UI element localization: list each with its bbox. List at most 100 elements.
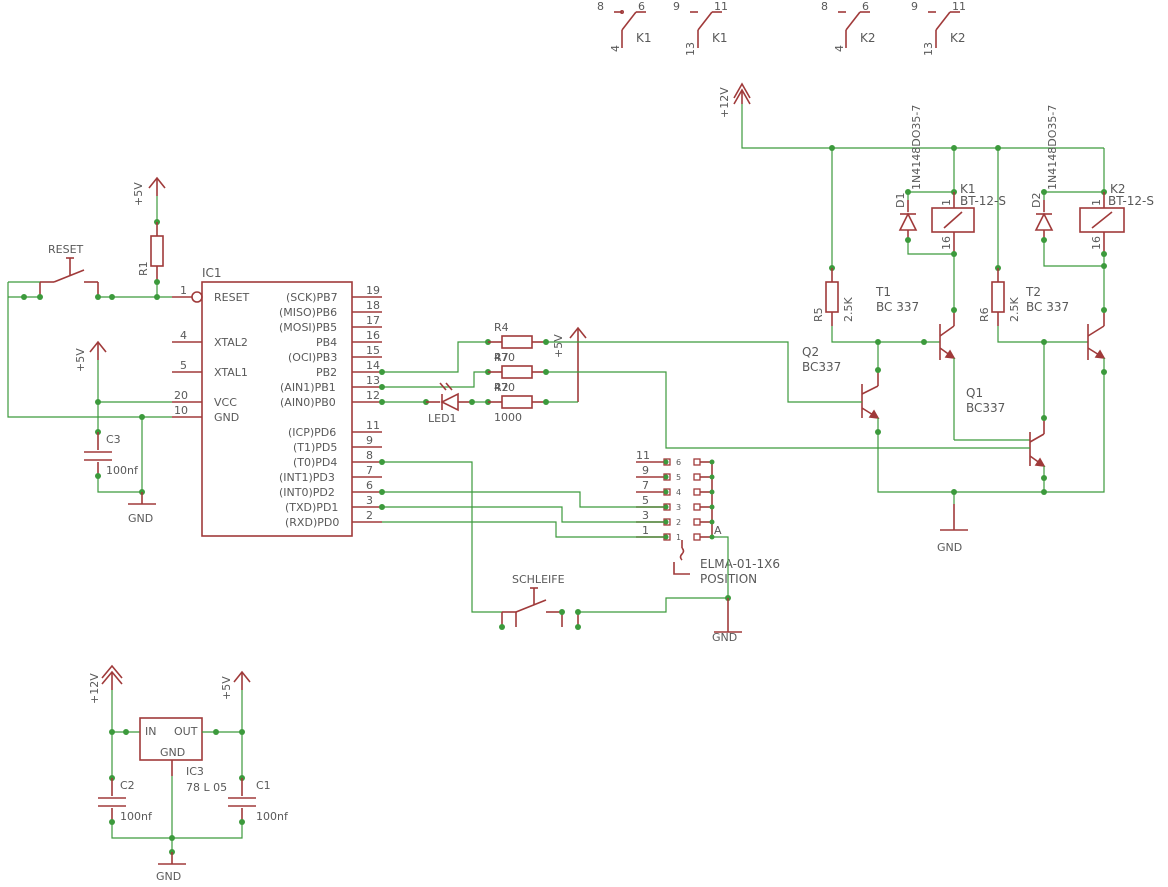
ic1-pin17-num: 17 (366, 314, 380, 327)
led1-diode[interactable]: LED1 (426, 382, 472, 425)
ic1-pin20-num: 20 (174, 389, 188, 402)
ic1-pin4-num: 4 (180, 329, 187, 342)
conn-ipin3: 3 (676, 503, 681, 512)
ic1-pin5-label: XTAL1 (214, 366, 248, 379)
t2-type: BC 337 (1026, 300, 1069, 314)
ic1-pin7-num: 7 (366, 464, 373, 477)
c3-capacitor: C3 100nf (84, 432, 139, 477)
ic1-pin19-num: 19 (366, 284, 380, 297)
ic3-in: IN (145, 725, 156, 738)
schleife-switch[interactable]: SCHLEIFE (501, 573, 579, 627)
k1-contact-b: 9 11 13 K1 (673, 0, 728, 56)
r2-value: 1000 (494, 411, 522, 424)
k1b-pin13: 13 (684, 42, 697, 56)
r2-resistor: R2 470 1000 (488, 381, 546, 424)
ic1-pin6-label: (INT0)PD2 (279, 486, 335, 499)
k2b-pin13: 13 (922, 42, 935, 56)
ic1-pin8-label: (T0)PD4 (293, 456, 337, 469)
plus5-supply-vcc: +5V (74, 340, 107, 372)
r5-name: R5 (812, 307, 825, 322)
gnd-connector: GND (712, 598, 742, 644)
k2-contact-a: 8 6 4 K2 (821, 0, 876, 52)
conn-ipin2: 2 (676, 518, 681, 527)
k1-coil: 1 16 K1 BT-12-S (931, 182, 1006, 254)
r6-name: R6 (978, 307, 991, 322)
k2b-pin11: 11 (952, 0, 966, 13)
gnd-label-ic1: GND (128, 512, 153, 525)
plus12-label-relays: +12V (718, 87, 731, 118)
ic1-pin20-label: VCC (214, 396, 237, 409)
ic1-pin12-label: (AIN0)PB0 (280, 396, 336, 409)
k1b-pin11: 11 (714, 0, 728, 13)
ic1-pin11-label: (ICP)PD6 (288, 426, 336, 439)
conn-corner-a: A (714, 524, 722, 537)
k2b-pin9: 9 (911, 0, 918, 13)
q1-transistor: Q1 BC337 (966, 386, 1046, 467)
ic1-pin17-label: (MOSI)PB5 (279, 321, 337, 334)
ic1-pin1-label: RESET (214, 291, 250, 304)
c1-name: C1 (256, 779, 271, 792)
conn-lpin11: 11 (636, 449, 650, 462)
ic1-pin1-num: 1 (180, 284, 187, 297)
k1-name: K1 (960, 182, 976, 196)
k2a-pin8: 8 (821, 0, 828, 13)
r7-name: R7 (494, 351, 509, 364)
k2-name: K2 (1110, 182, 1126, 196)
ic1-pin5-num: 5 (180, 359, 187, 372)
ic1-pin13-label: (AIN1)PB1 (280, 381, 336, 394)
c2-capacitor: C2 100nf (98, 778, 153, 823)
ic1-pin3-label: (TXD)PD1 (285, 501, 338, 514)
ic1-pin12-num: 12 (366, 389, 380, 402)
d2-name: D2 (1030, 193, 1043, 208)
ic1-pin4-label: XTAL2 (214, 336, 248, 349)
ic3-regulator: IN OUT GND IC3 78 L 05 (139, 717, 227, 794)
ic1-pin8-num: 8 (366, 449, 373, 462)
c3-value: 100nf (106, 464, 139, 477)
ic1-pin9-num: 9 (366, 434, 373, 447)
d2-diode: D2 1N4148DO35-7 (1030, 105, 1059, 240)
ic1-pin14-label: PB2 (316, 366, 337, 379)
k1a-pin4: 4 (609, 45, 622, 52)
c3-name: C3 (106, 433, 121, 446)
ic1-pin11-num: 11 (366, 419, 380, 432)
d1-type: 1N4148DO35-7 (910, 105, 923, 190)
k1-coil-pin16: 16 (940, 236, 953, 250)
t2-name: T2 (1025, 285, 1041, 299)
ic1-pin15-num: 15 (366, 344, 380, 357)
reset-switch-label: RESET (48, 243, 84, 256)
ic1-pin16-num: 16 (366, 329, 380, 342)
conn-ipin4: 4 (676, 488, 681, 497)
conn-ipin6: 6 (676, 458, 681, 467)
conn-lpin7: 7 (642, 479, 649, 492)
r6-value: 2.5K (1008, 297, 1021, 322)
d1-name: D1 (894, 193, 907, 208)
ic3-gnd: GND (160, 746, 185, 759)
ic3-name: IC3 (186, 765, 204, 778)
ic1-pin10-num: 10 (174, 404, 188, 417)
reset-switch[interactable]: RESET (39, 243, 99, 297)
plus5-supply-r4: +5V (552, 326, 587, 402)
r4-resistor: R4 (488, 321, 546, 349)
k2-contact-b: 9 11 13 K2 (911, 0, 966, 56)
k1a-pin8: 8 (597, 0, 604, 13)
led1-label: LED1 (428, 412, 457, 425)
t1-transistor: T1 BC 337 (875, 285, 956, 360)
k2-coil-pin1: 1 (1090, 199, 1103, 206)
c1-value: 100nf (256, 810, 289, 823)
c2-name: C2 (120, 779, 135, 792)
plus12-supply-relays: +12V (718, 82, 751, 118)
ic1-pin15-label: (OCI)PB3 (288, 351, 337, 364)
conn-ipin5: 5 (676, 473, 681, 482)
k2b-label: K2 (950, 31, 966, 45)
wire-12v-bus (741, 104, 1104, 149)
q1-name: Q1 (966, 386, 983, 400)
connector-elma[interactable]: 11 9 7 5 3 1 6 5 4 3 2 1 A ELMA-01-1 (636, 449, 780, 586)
r6-resistor: R6 2.5K (978, 268, 1021, 326)
k1b-pin9: 9 (673, 0, 680, 13)
ic1-pin14-num: 14 (366, 359, 380, 372)
k1a-label: K1 (636, 31, 652, 45)
plus5-label-reg: +5V (220, 676, 233, 700)
k2-coil: 1 16 K2 BT-12-S (1079, 182, 1154, 254)
ic1-pin2-label: (RXD)PD0 (285, 516, 339, 529)
